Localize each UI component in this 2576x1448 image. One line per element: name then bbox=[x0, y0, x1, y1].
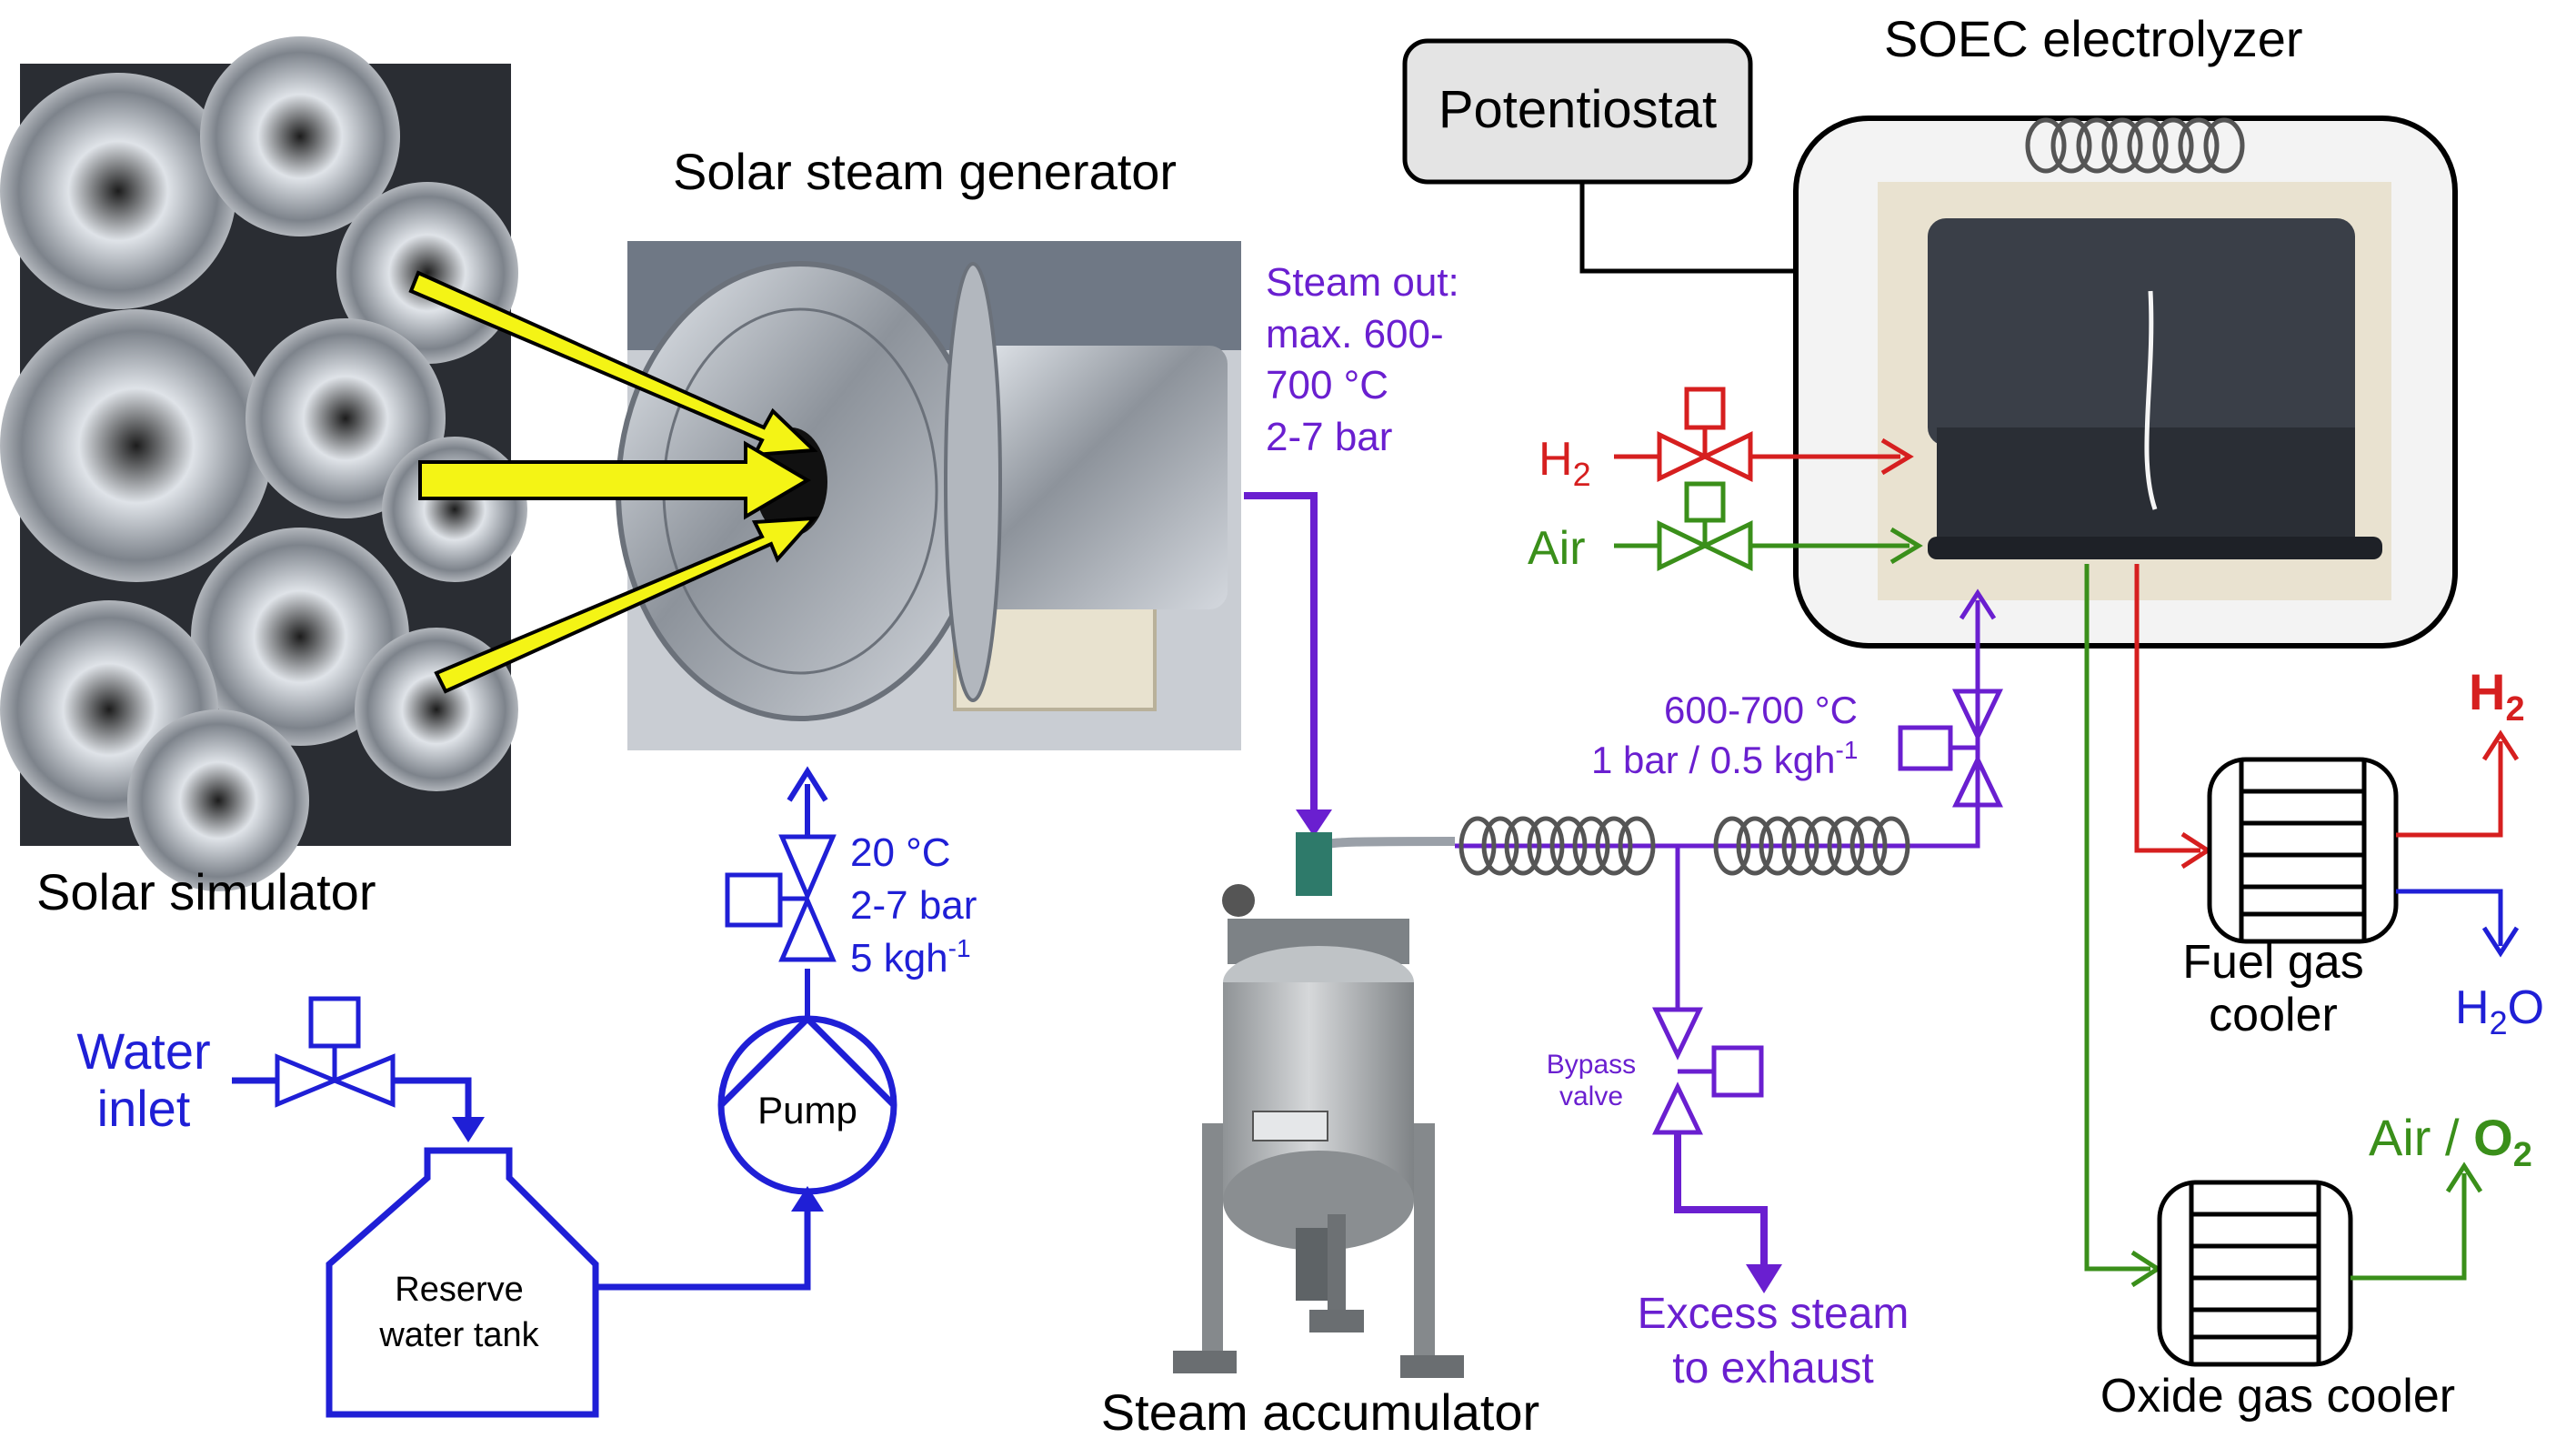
h2-outlet-arrowhead bbox=[2481, 729, 2520, 761]
h2-outlet-h: H bbox=[2469, 663, 2505, 720]
water-to-tank-line bbox=[393, 1077, 472, 1128]
tank-to-pump-line bbox=[596, 1201, 811, 1291]
air-inlet-label: Air bbox=[1528, 522, 1586, 575]
h2-outlet-sub: 2 bbox=[2505, 690, 2524, 729]
steam-out-line-2: max. 600- bbox=[1266, 312, 1444, 357]
h2-inlet-label: H2 bbox=[1539, 433, 1591, 493]
steam-line-to-soec-arrowhead bbox=[1959, 588, 1997, 620]
air-o2-outlet-arrowhead bbox=[2445, 1161, 2483, 1193]
h2o-outlet-h: H bbox=[2455, 981, 2490, 1034]
bypass-label-1: Bypass bbox=[1547, 1050, 1636, 1080]
heater-coil-right bbox=[1713, 816, 1910, 876]
reserve-tank-line-2: water tank bbox=[378, 1316, 539, 1354]
light-arrow-middle bbox=[418, 440, 811, 520]
h2o-outlet-arrowhead bbox=[2481, 926, 2520, 958]
steam-cond-line-2-sup: -1 bbox=[1836, 736, 1859, 764]
heater-coil-left bbox=[1458, 816, 1656, 876]
fuel-gas-cooler bbox=[2207, 757, 2399, 944]
pump-to-generator-arrowhead bbox=[787, 766, 828, 802]
excess-steam-label: Excess steam to exhaust bbox=[1638, 1290, 1909, 1393]
steam-feed-valve bbox=[1898, 689, 2003, 808]
steam-line-generator-to-accumulator bbox=[1244, 492, 1318, 823]
solar-simulator-photo bbox=[0, 36, 527, 891]
water-inlet-line-2: inlet bbox=[97, 1080, 191, 1137]
steam-out-line-4: 2-7 bar bbox=[1266, 415, 1392, 459]
bypass-label-2: valve bbox=[1559, 1081, 1623, 1111]
air-inlet-arrowhead bbox=[1889, 527, 1923, 565]
steam-out-line-3: 700 °C bbox=[1266, 363, 1388, 407]
air-o2-o: O bbox=[2473, 1109, 2513, 1166]
h2-inlet-sub: 2 bbox=[1573, 456, 1591, 493]
reserve-tank-label: Reserve water tank bbox=[378, 1271, 539, 1354]
excess-steam-line-1: Excess steam bbox=[1638, 1290, 1909, 1338]
steam-accumulator-render bbox=[1173, 832, 1464, 1378]
pump-cond-line-3-main: 5 kgh bbox=[850, 936, 948, 980]
air-o2-outlet-line bbox=[2350, 1173, 2467, 1281]
soec-label: SOEC electrolyzer bbox=[1884, 10, 2303, 67]
soec-cell-photo bbox=[1878, 182, 2391, 600]
light-arrow-bottom bbox=[434, 516, 818, 694]
air-inlet-valve bbox=[1657, 481, 1753, 571]
pump-cond-line-3-sup: -1 bbox=[948, 934, 971, 962]
h2o-outlet-label: H2O bbox=[2455, 981, 2544, 1041]
exhaust-arrowhead bbox=[1746, 1264, 1782, 1293]
exhaust-line bbox=[1674, 1132, 1768, 1278]
h2o-outlet-o: O bbox=[2508, 981, 2544, 1034]
reserve-tank-line-1: Reserve bbox=[395, 1271, 524, 1309]
steam-cond-line-2: 1 bar / 0.5 kgh-1 bbox=[1591, 736, 1858, 781]
excess-steam-line-2: to exhaust bbox=[1672, 1344, 1873, 1393]
bypass-label: Bypass valve bbox=[1547, 1050, 1636, 1111]
bypass-valve bbox=[1652, 1007, 1764, 1135]
steam-feed-conditions: 600-700 °C 1 bar / 0.5 kgh-1 bbox=[1591, 689, 1858, 781]
h2o-outlet-line bbox=[2396, 889, 2503, 946]
oxide-cooler-label: Oxide gas cooler bbox=[2100, 1370, 2455, 1423]
pump-outlet-valve bbox=[725, 834, 837, 962]
water-to-tank-arrowhead bbox=[452, 1117, 485, 1142]
pump-cond-line-3: 5 kgh-1 bbox=[850, 934, 971, 980]
steam-line-arrowhead bbox=[1296, 809, 1332, 837]
steam-cond-line-2-main: 1 bar / 0.5 kgh bbox=[1591, 739, 1836, 781]
light-arrow-top bbox=[408, 270, 818, 458]
h2-inlet-valve bbox=[1657, 387, 1753, 482]
water-inlet-valve bbox=[275, 996, 396, 1108]
solar-simulator-label: Solar simulator bbox=[36, 863, 376, 920]
steam-out-text: Steam out: max. 600- 700 °C 2-7 bar bbox=[1266, 260, 1459, 459]
fuel-line-to-cooler bbox=[2134, 564, 2200, 853]
air-o2-outlet-label: Air / O2 bbox=[2369, 1109, 2532, 1174]
potentiostat-box bbox=[1402, 38, 1753, 185]
air-o2-sub: 2 bbox=[2513, 1136, 2532, 1174]
steam-cond-line-1: 600-700 °C bbox=[1664, 689, 1858, 731]
pump-cond-line-2: 2-7 bar bbox=[850, 883, 977, 928]
h2-inlet-h: H bbox=[1539, 433, 1573, 486]
pump-label: Pump bbox=[757, 1089, 857, 1131]
h2-inlet-arrowhead bbox=[1880, 437, 1914, 476]
water-inlet-line-1: Water bbox=[76, 1022, 210, 1080]
fuel-cooler-label-2: cooler bbox=[2209, 989, 2338, 1041]
tank-to-pump-arrowhead bbox=[791, 1186, 824, 1212]
steam-accumulator-label: Steam accumulator bbox=[1101, 1383, 1539, 1441]
fuel-cooler-label-1: Fuel gas bbox=[2182, 936, 2363, 989]
heater-coil-top bbox=[2025, 117, 2245, 174]
solar-steam-generator-label: Solar steam generator bbox=[673, 143, 1177, 200]
h2-outlet-line bbox=[2396, 741, 2503, 838]
pump-conditions: 20 °C 2-7 bar 5 kgh-1 bbox=[850, 830, 977, 980]
potentiostat-label: Potentiostat bbox=[1438, 80, 1717, 139]
water-inlet-label: Water inlet bbox=[76, 1022, 210, 1137]
steam-out-line-1: Steam out: bbox=[1266, 260, 1459, 305]
h2o-outlet-sub: 2 bbox=[2490, 1004, 2508, 1041]
oxide-gas-cooler bbox=[2157, 1180, 2353, 1367]
reserve-water-tank bbox=[326, 1147, 599, 1418]
pump-cond-line-1: 20 °C bbox=[850, 830, 951, 875]
h2-outlet-label: H2 bbox=[2469, 663, 2525, 729]
air-o2-air: Air / bbox=[2369, 1109, 2473, 1166]
oxide-line-to-cooler bbox=[2084, 564, 2150, 1272]
